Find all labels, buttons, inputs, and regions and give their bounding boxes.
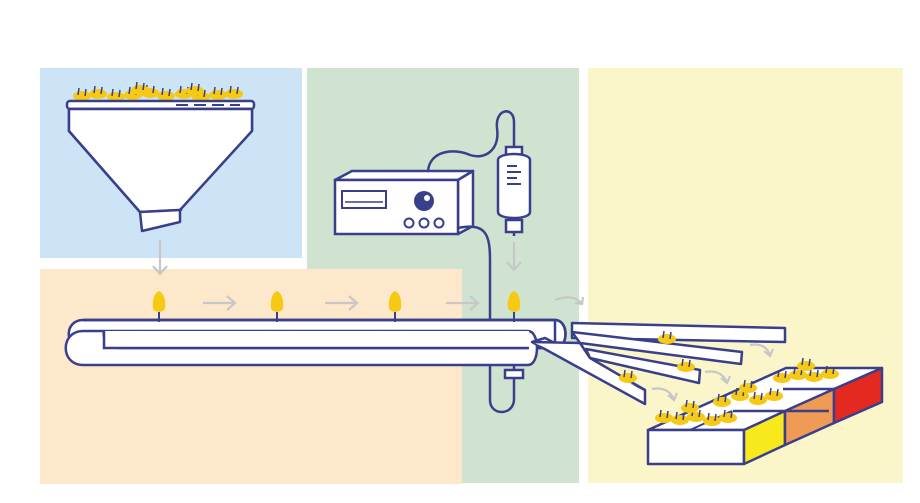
- chute-icon: [530, 321, 787, 406]
- dial-knob: [414, 191, 434, 211]
- nozzle-icon: [503, 365, 525, 380]
- display-screen: [341, 190, 387, 209]
- flow-arrow-to-bins: [651, 343, 775, 402]
- flow-arrow-down-injector: [506, 242, 522, 272]
- flow-arrow-curve: [554, 296, 585, 306]
- hopper-icon: [65, 81, 256, 233]
- control-box-icon: [333, 169, 475, 236]
- syringe-icon: [496, 145, 532, 236]
- conveyor-icon: [64, 318, 567, 367]
- flow-arrow-down-hopper: [152, 240, 168, 276]
